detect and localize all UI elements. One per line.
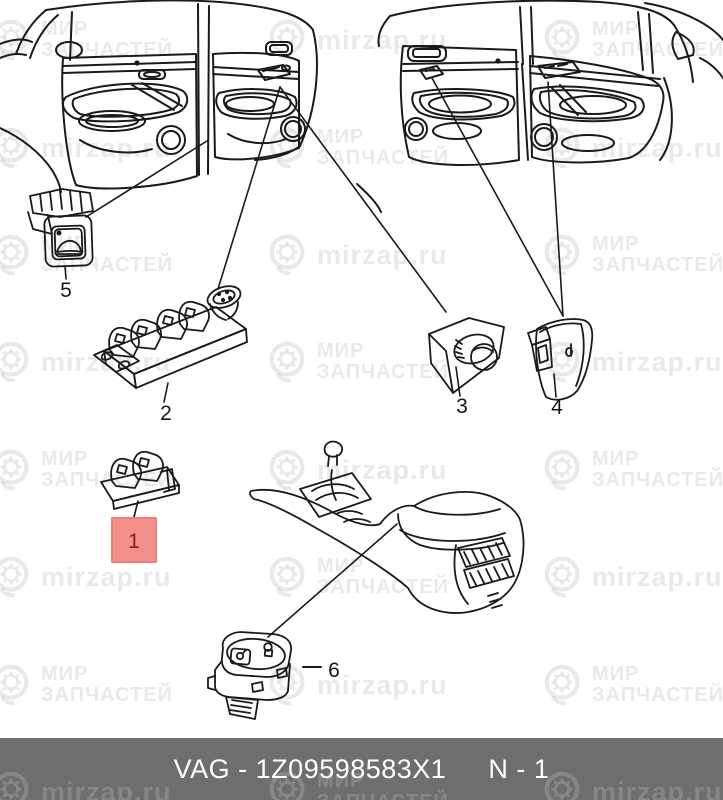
- footer-bar: VAG - 1Z09598583X1 N - 1: [0, 738, 723, 800]
- door-assembly-left: [0, 0, 318, 193]
- callout-label-6: 6: [328, 659, 340, 682]
- part-2-window-switch-bank: [93, 285, 248, 389]
- callouts: 1 2 3 4 5 6: [60, 279, 563, 682]
- center-console: [249, 440, 525, 614]
- part-6-lock-switch: [207, 631, 292, 720]
- leader-lines: [64, 77, 564, 668]
- callout-label-4: 4: [551, 396, 563, 419]
- footer-page-number: N - 1: [488, 753, 550, 784]
- callout-label-5: 5: [60, 279, 72, 302]
- part-1-switch: [100, 450, 180, 510]
- callout-label-1: 1: [128, 530, 140, 553]
- callout-label-2: 2: [160, 402, 172, 425]
- part-5-switch: [27, 188, 94, 268]
- door-assembly-right: [356, 0, 723, 213]
- footer-part-number: VAG - 1Z09598583X1: [173, 753, 447, 784]
- part-3-knob-switch: [428, 317, 505, 394]
- callout-label-3: 3: [456, 395, 468, 418]
- part-4-switch: [527, 318, 594, 401]
- callout-1-highlight: [111, 517, 157, 563]
